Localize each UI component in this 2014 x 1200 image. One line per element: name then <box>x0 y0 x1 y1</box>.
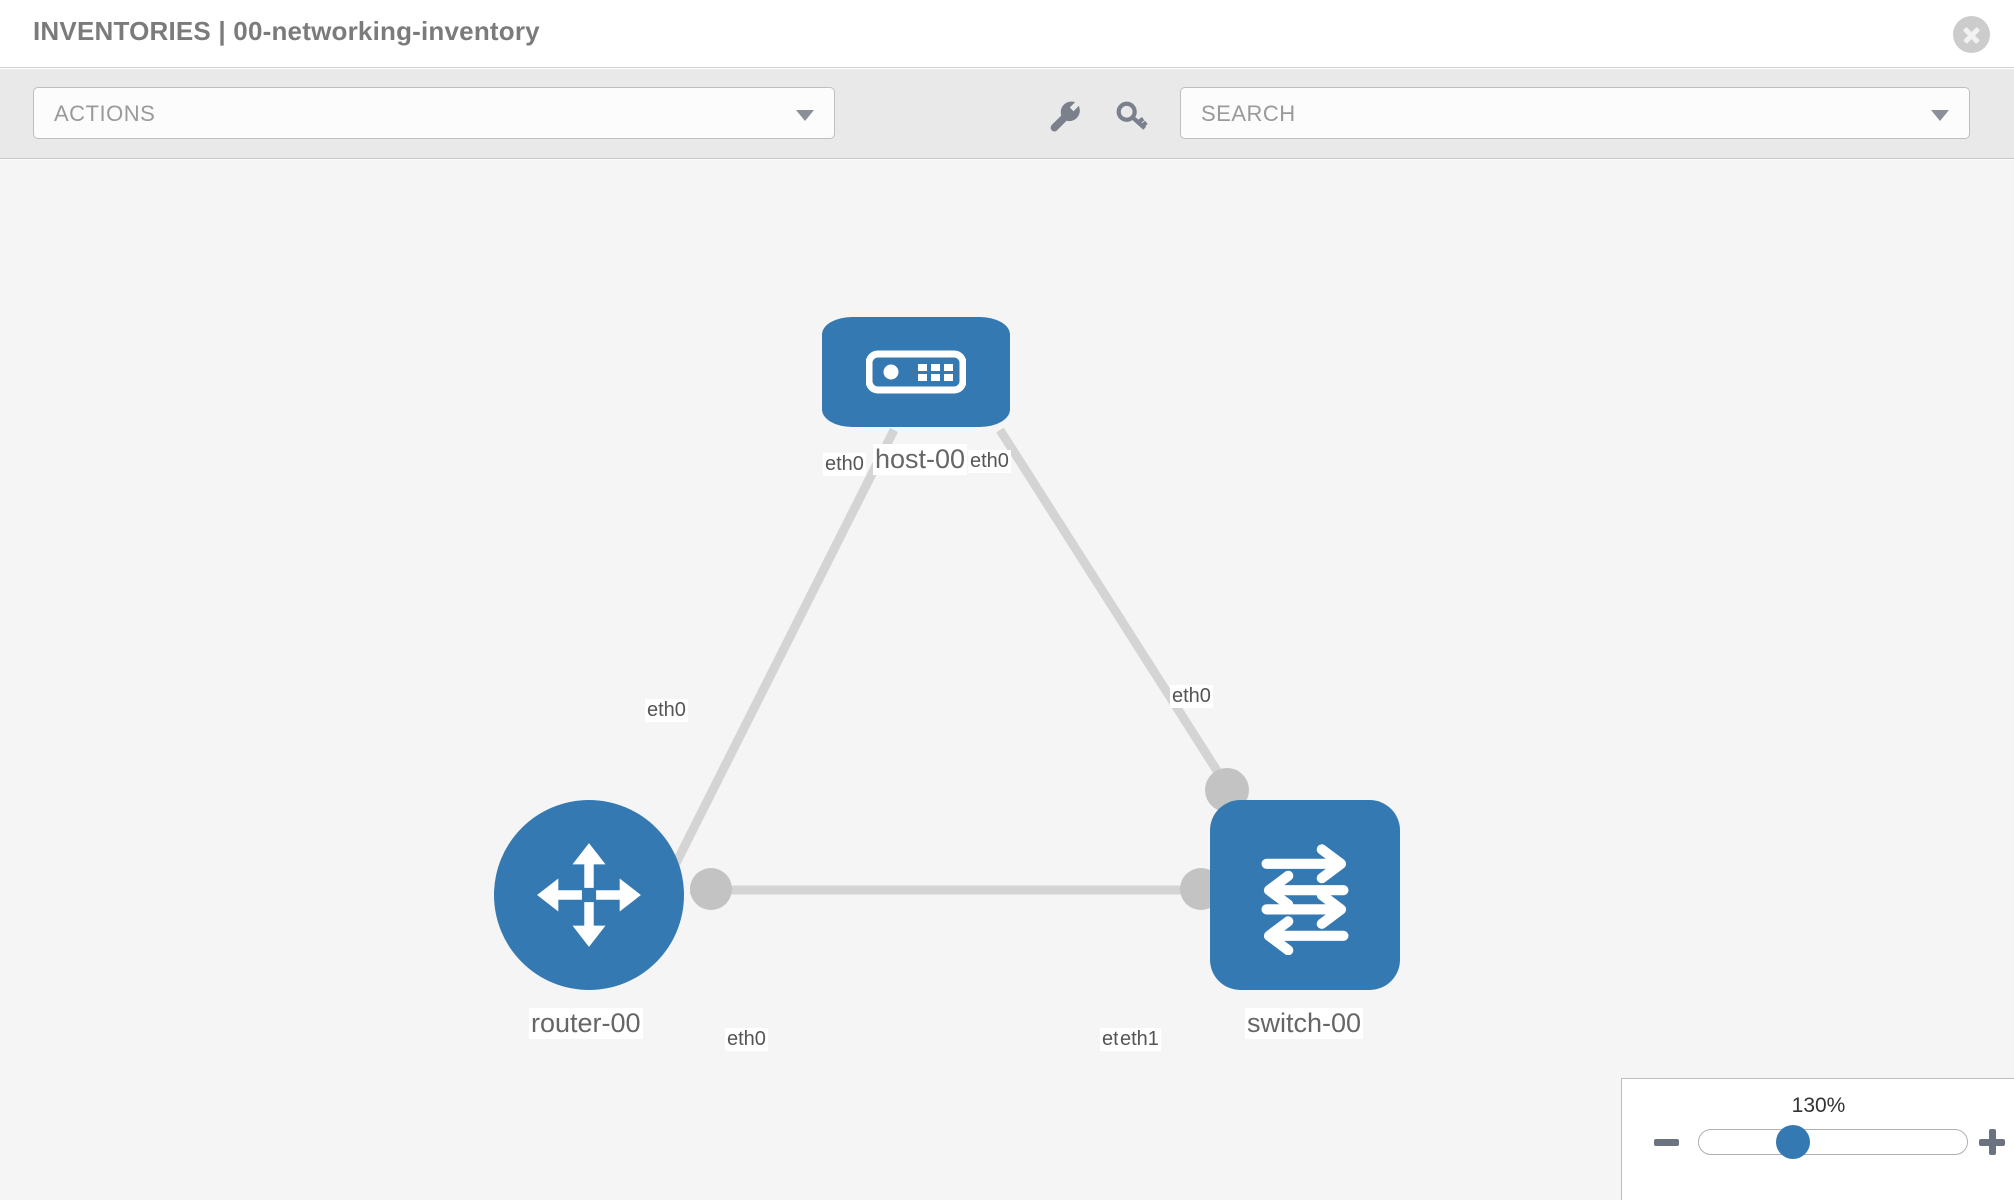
header-bar: INVENTORIES | 00-networking-inventory <box>0 0 2014 68</box>
zoom-slider-thumb[interactable] <box>1776 1125 1810 1159</box>
connector-router-right <box>690 868 732 910</box>
router-icon[interactable] <box>494 800 684 990</box>
link-host-router <box>655 427 899 898</box>
page-title: INVENTORIES | 00-networking-inventory <box>33 16 540 46</box>
node-label-host-00: host-00 <box>873 444 968 475</box>
if-label-switch-left-b: eth1 <box>1118 1028 1161 1051</box>
zoom-level-readout: 130% <box>1791 1094 1846 1117</box>
actions-dropdown[interactable]: ACTIONS <box>33 87 835 139</box>
switch-arrows-icon <box>1261 844 1349 955</box>
server-icon <box>866 350 966 394</box>
chevron-down-icon <box>1931 110 1949 121</box>
router-arrows-icon <box>537 843 641 947</box>
zoom-in-button[interactable] <box>1979 1129 2005 1155</box>
zoom-out-button[interactable] <box>1654 1139 1679 1146</box>
if-label-router-up: eth0 <box>645 699 688 722</box>
host-icon[interactable] <box>822 317 1010 427</box>
close-icon[interactable] <box>1953 16 1990 53</box>
zoom-control-panel: 130% <box>1621 1078 2014 1200</box>
toolbar: ACTIONS SEARCH <box>0 69 2014 159</box>
zoom-slider-track[interactable] <box>1698 1129 1968 1155</box>
wrench-icon[interactable] <box>1048 99 1082 133</box>
if-label-router-right: eth0 <box>725 1028 768 1051</box>
if-label-switch-up: eth0 <box>1170 685 1213 708</box>
node-label-switch-00: switch-00 <box>1245 1008 1364 1039</box>
search-placeholder: SEARCH <box>1201 101 1296 126</box>
link-host-switch <box>996 427 1232 791</box>
chevron-down-icon <box>796 110 814 121</box>
if-label-host-left: eth0 <box>823 453 866 476</box>
node-label-router-00: router-00 <box>529 1008 643 1039</box>
actions-dropdown-label: ACTIONS <box>54 101 156 126</box>
search-input[interactable]: SEARCH <box>1180 87 1970 139</box>
if-label-host-right: eth0 <box>968 450 1011 473</box>
key-icon[interactable] <box>1115 99 1149 133</box>
topology-canvas[interactable]: host-00 router-00 <box>0 160 2014 1200</box>
topology-links <box>655 427 1232 898</box>
switch-icon[interactable] <box>1210 800 1400 990</box>
